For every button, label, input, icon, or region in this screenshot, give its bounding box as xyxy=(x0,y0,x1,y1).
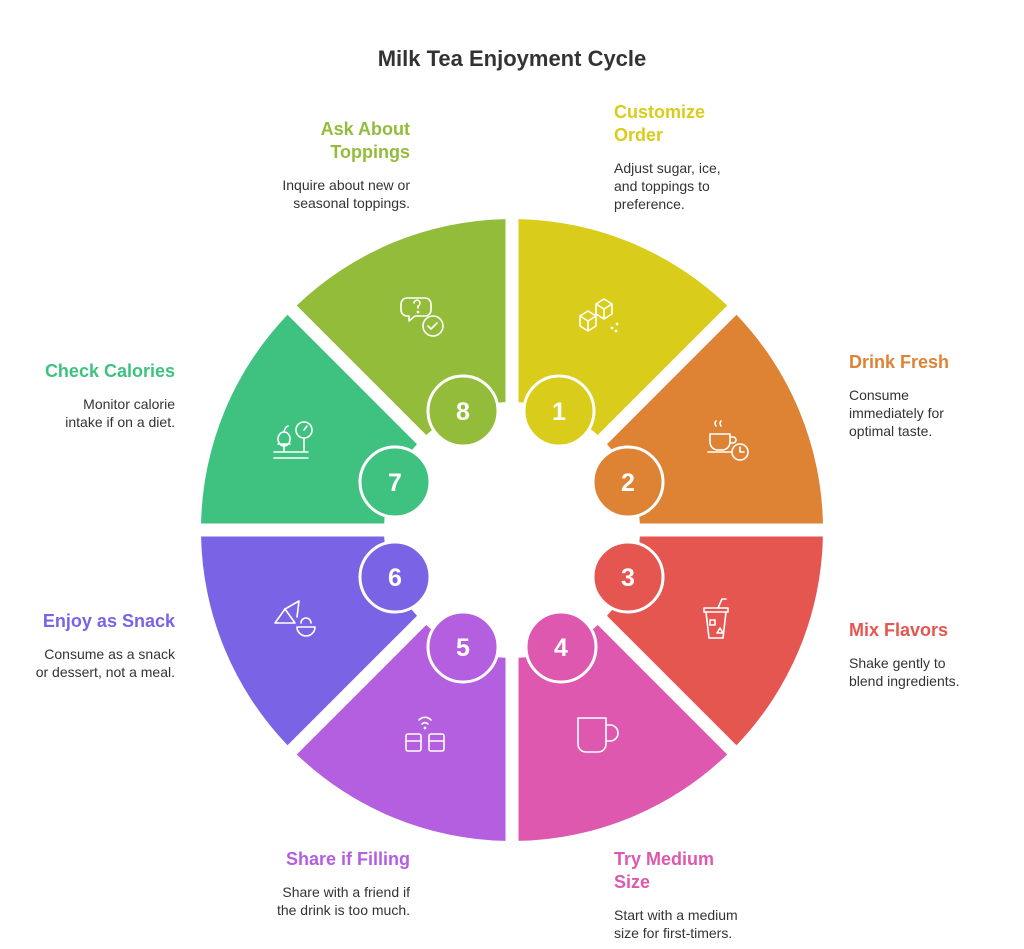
step-5-heading: Share if Filling xyxy=(285,849,410,869)
step-1-description: Adjust sugar, ice, and toppings to prefe… xyxy=(614,160,721,212)
step-1-badge: 1 xyxy=(522,374,596,448)
step-7-description: Monitor calorie intake if on a diet. xyxy=(65,396,175,430)
snack-icon xyxy=(274,600,316,637)
step-7-badge: 7 xyxy=(358,445,432,519)
step-2-number: 2 xyxy=(621,469,635,497)
step-1-heading: Customize Order xyxy=(614,102,706,145)
step-7-heading: Check Calories xyxy=(44,361,175,381)
step-6-badge: 6 xyxy=(358,540,432,614)
ice-cubes-icon xyxy=(579,298,619,333)
step-4-badge: 4 xyxy=(524,610,598,684)
step-8-badge: 8 xyxy=(426,374,500,448)
step-8-label: Ask About Toppings Inquire about new or … xyxy=(210,118,410,212)
step-8-number: 8 xyxy=(456,398,470,426)
step-4-description: Start with a medium size for first-timer… xyxy=(614,907,738,941)
step-7-number: 7 xyxy=(388,469,402,497)
step-4-heading: Try Medium Size xyxy=(614,849,715,892)
step-4-number: 4 xyxy=(554,634,568,662)
step-6-description: Consume as a snack or dessert, not a mea… xyxy=(35,646,175,680)
step-2-description: Consume immediately for optimal taste. xyxy=(849,387,944,439)
step-5-description: Share with a friend if the drink is too … xyxy=(276,884,410,918)
step-8-heading: Ask About Toppings xyxy=(320,119,410,162)
step-3-heading: Mix Flavors xyxy=(849,620,949,640)
step-2-heading: Drink Fresh xyxy=(849,352,950,372)
step-8-description: Inquire about new or seasonal toppings. xyxy=(282,177,410,211)
step-3-label: Mix Flavors Shake gently to blend ingred… xyxy=(849,619,1024,690)
bubble-tea-cup-icon xyxy=(703,598,729,639)
wheel-center xyxy=(384,402,640,658)
step-1-number: 1 xyxy=(552,398,566,426)
step-5-badge: 5 xyxy=(426,610,500,684)
step-6-heading: Enjoy as Snack xyxy=(42,611,175,631)
step-3-description: Shake gently to blend ingredients. xyxy=(849,655,960,689)
food-scale-icon xyxy=(273,421,313,459)
step-6-number: 6 xyxy=(388,564,402,592)
step-7-label: Check Calories Monitor calorie intake if… xyxy=(0,360,175,431)
step-2-badge: 2 xyxy=(591,445,665,519)
step-4-label: Try Medium Size Start with a medium size… xyxy=(614,848,814,942)
step-5-number: 5 xyxy=(456,634,470,662)
mug-icon xyxy=(577,717,619,753)
shared-cups-icon xyxy=(405,716,445,752)
hot-cup-clock-icon xyxy=(707,420,749,461)
step-3-badge: 3 xyxy=(591,540,665,614)
question-chat-icon xyxy=(400,297,444,337)
step-3-number: 3 xyxy=(621,564,635,592)
diagram-title: Milk Tea Enjoyment Cycle xyxy=(377,46,647,71)
step-2-label: Drink Fresh Consume immediately for opti… xyxy=(849,351,1024,440)
step-6-label: Enjoy as Snack Consume as a snack or des… xyxy=(0,610,175,681)
step-1-label: Customize Order Adjust sugar, ice, and t… xyxy=(614,101,814,213)
step-5-label: Share if Filling Share with a friend if … xyxy=(210,848,410,919)
